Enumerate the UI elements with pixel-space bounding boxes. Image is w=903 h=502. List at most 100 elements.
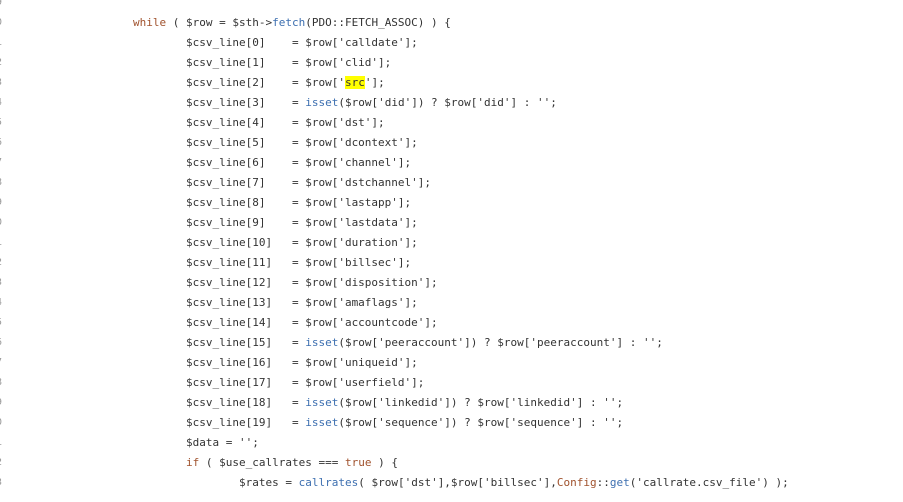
code-line: 3 $rates = callrates( $row['dst'],$row['b… (0, 473, 903, 493)
code-text: $csv_line[8] = $row['lastapp']; (186, 193, 411, 213)
line-number: 3 (0, 73, 8, 93)
code-text: $csv_line[9] = $row['lastdata']; (186, 213, 418, 233)
code-text: $csv_line[2] = $row['src']; (186, 73, 385, 93)
code-token: ']; (364, 76, 385, 89)
code-token: $csv_line[17] = $row['userfield']; (186, 376, 425, 389)
code-text: $csv_line[5] = $row['dcontext']; (186, 133, 418, 153)
code-text: $csv_line[3] = isset($row['did']) ? $row… (186, 93, 557, 113)
code-text: $csv_line[1] = $row['clid']; (186, 53, 391, 73)
line-number: 1 (0, 433, 8, 453)
code-text: $csv_line[7] = $row['dstchannel']; (186, 173, 431, 193)
code-text: $csv_line[18] = isset($row['linkedid']) … (186, 393, 623, 413)
code-text: $csv_line[10] = $row['duration']; (186, 233, 418, 253)
code-token: $csv_line[6] = $row['channel']; (186, 156, 412, 169)
code-text: $csv_line[12] = $row['disposition']; (186, 273, 438, 293)
code-line: 1 $data = ''; (0, 433, 903, 453)
code-text: $csv_line[15] = isset($row['peeraccount'… (186, 333, 663, 353)
code-token: ( $use_callrates === (199, 456, 345, 469)
code-line: 4$csv_line[13] = $row['amaflags']; (0, 293, 903, 313)
line-number: 7 (0, 153, 8, 173)
code-line: 2$csv_line[1] = $row['clid']; (0, 53, 903, 73)
code-token: ( $row['dst'],$row['billsec'], (358, 476, 557, 489)
code-token: get (609, 476, 630, 489)
line-number: 8 (0, 373, 8, 393)
code-token: :: (596, 476, 610, 489)
code-token: fetch (272, 16, 306, 29)
code-line: 9 $csv_line[8] = $row['lastapp']; (0, 193, 903, 213)
code-token: $csv_line[5] = $row['dcontext']; (186, 136, 418, 149)
line-number: 2 (0, 253, 8, 273)
line-number: 9 (0, 0, 8, 13)
code-text: $csv_line[6] = $row['channel']; (186, 153, 411, 173)
code-line: 0while ( $row = $sth->fetch(PDO::FETCH_A… (0, 13, 903, 33)
code-token: isset (305, 96, 339, 109)
code-token: $csv_line[19] = (186, 416, 306, 429)
code-line: 4 $csv_line[3] = isset($row['did']) ? $ro… (0, 93, 903, 113)
code-token: $csv_line[2] = $row[' (186, 76, 345, 89)
code-text: $csv_line[0] = $row['calldate']; (186, 33, 418, 53)
code-token: $csv_line[4] = $row['dst']; (186, 116, 385, 129)
code-token: isset (305, 396, 339, 409)
code-line: 6 $csv_line[5] = $row['dcontext']; (0, 133, 903, 153)
line-number: 9 (0, 193, 8, 213)
code-token: $csv_line[12] = $row['disposition']; (186, 276, 438, 289)
code-line: 8 $csv_line[17] = $row['userfield']; (0, 373, 903, 393)
code-token: $csv_line[0] = $row['calldate']; (186, 36, 418, 49)
code-token: Config (556, 476, 597, 489)
line-number: 3 (0, 473, 8, 493)
code-token: ( $row = $sth-> (166, 16, 273, 29)
line-number: 0 (0, 413, 8, 433)
code-token: $csv_line[10] = $row['duration']; (186, 236, 418, 249)
code-token: $csv_line[1] = $row['clid']; (186, 56, 392, 69)
code-line: 2 $csv_line[11] = $row['billsec']; (0, 253, 903, 273)
search-highlight: src (344, 76, 365, 89)
line-number: 4 (0, 93, 8, 113)
code-text: $csv_line[19] = isset($row['sequence']) … (186, 413, 623, 433)
code-token: $csv_line[14] = $row['accountcode']; (186, 316, 438, 329)
code-token: isset (305, 416, 339, 429)
code-token: $csv_line[18] = (186, 396, 306, 409)
code-token: $csv_line[13] = $row['amaflags']; (186, 296, 418, 309)
code-token: ($row['linkedid']) ? $row['linkedid'] : … (338, 396, 624, 409)
code-line: 0 $csv_line[9] = $row['lastdata']; (0, 213, 903, 233)
code-token: (PDO::FETCH_ASSOC) ) { (305, 16, 451, 29)
code-line: 1$csv_line[0] = $row['calldate']; (0, 33, 903, 53)
code-token: $csv_line[8] = $row['lastapp']; (186, 196, 412, 209)
code-line: 3 $csv_line[2] = $row['src']; (0, 73, 903, 93)
code-text: while ( $row = $sth->fetch(PDO::FETCH_AS… (133, 13, 451, 33)
code-token: $csv_line[9] = $row['lastdata']; (186, 216, 418, 229)
line-number: 7 (0, 353, 8, 373)
code-line: 5$csv_line[4] = $row['dst']; (0, 113, 903, 133)
line-number: 6 (0, 133, 8, 153)
code-token: ($row['sequence']) ? $row['sequence'] : … (338, 416, 624, 429)
code-line: 9 (0, 0, 903, 13)
code-token: isset (305, 336, 339, 349)
code-text: $csv_line[4] = $row['dst']; (186, 113, 385, 133)
code-text: if ( $use_callrates === true ) { (186, 453, 398, 473)
code-line: 0 $csv_line[19] = isset($row['sequence'])… (0, 413, 903, 433)
code-token: $rates = (239, 476, 299, 489)
code-token: $csv_line[3] = (186, 96, 306, 109)
code-token: callrates (298, 476, 359, 489)
code-token: ($row['peeraccount']) ? $row['peeraccoun… (338, 336, 663, 349)
code-text: $csv_line[17] = $row['userfield']; (186, 373, 424, 393)
code-token: $csv_line[15] = (186, 336, 306, 349)
line-number: 5 (0, 313, 8, 333)
code-text: $csv_line[11] = $row['billsec']; (186, 253, 411, 273)
line-number: 3 (0, 273, 8, 293)
code-line: 9$csv_line[18] = isset($row['linkedid'])… (0, 393, 903, 413)
code-line: 1 $csv_line[10] = $row['duration']; (0, 233, 903, 253)
code-token: if (186, 456, 200, 469)
code-token: $csv_line[7] = $row['dstchannel']; (186, 176, 432, 189)
code-line: 7$csv_line[16] = $row['uniqueid']; (0, 353, 903, 373)
code-line: 2if ( $use_callrates === true ) { (0, 453, 903, 473)
code-token: $data = ''; (186, 436, 259, 449)
line-number: 0 (0, 213, 8, 233)
code-token: true (344, 456, 372, 469)
code-text: $csv_line[14] = $row['accountcode']; (186, 313, 438, 333)
line-number: 1 (0, 233, 8, 253)
line-number: 8 (0, 173, 8, 193)
line-number: 6 (0, 333, 8, 353)
code-text: $rates = callrates( $row['dst'],$row['bi… (239, 473, 789, 493)
